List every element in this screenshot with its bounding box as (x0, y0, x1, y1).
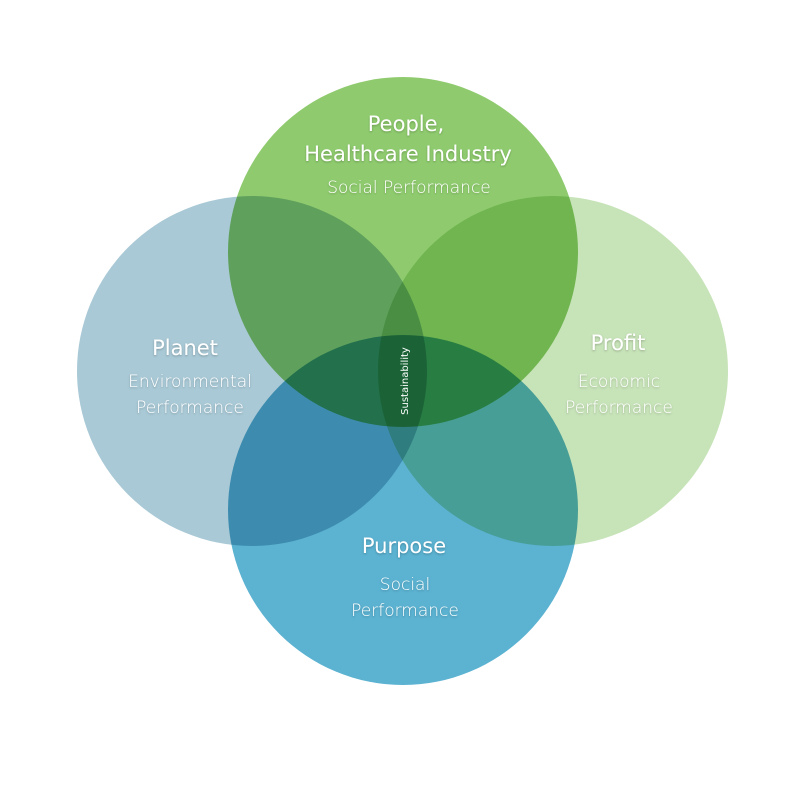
people-title-line-1: People, (368, 112, 444, 136)
sustainability-label: Sustainability (400, 347, 411, 415)
profit-subtitle-line-1: Economic (578, 372, 660, 392)
purpose-subtitle-line-2: Performance (351, 601, 459, 621)
people-circle (228, 77, 578, 427)
people-title-line-2: Healthcare Industry (304, 142, 512, 166)
profit-subtitle-line-2: Performance (565, 398, 673, 418)
profit-title: Profit (591, 331, 646, 355)
purpose-circle (228, 335, 578, 685)
planet-subtitle-line-2: Performance (136, 398, 244, 418)
people-subtitle: Social Performance (327, 178, 491, 198)
purpose-subtitle-line-1: Social (380, 575, 430, 595)
planet-subtitle-line-1: Environmental (128, 372, 252, 392)
purpose-title: Purpose (362, 534, 446, 558)
planet-title: Planet (152, 336, 218, 360)
